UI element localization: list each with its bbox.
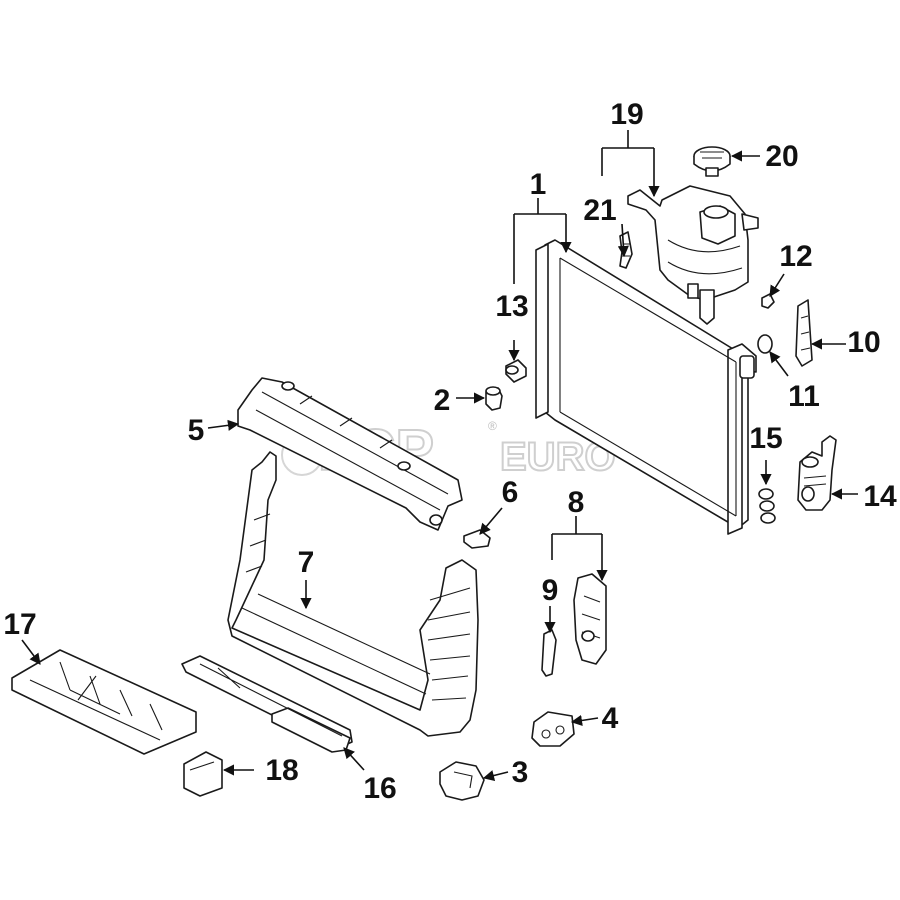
radiator-support-frame	[227, 451, 479, 737]
callout-9: 9	[542, 574, 559, 607]
callouts: 19 20 1 21 12 13 10 2 11 5 15 6 14 8 7 9…	[3, 98, 897, 805]
tank-cap	[693, 146, 731, 177]
mount-bracket	[439, 761, 485, 801]
thermostat-housing	[797, 435, 837, 511]
seals	[758, 488, 776, 524]
bolt	[761, 293, 775, 309]
callout-7: 7	[298, 546, 315, 579]
callout-3: 3	[512, 756, 529, 789]
callout-2: 2	[434, 384, 451, 417]
callout-21: 21	[583, 194, 616, 227]
upper-support	[237, 377, 463, 531]
shield-bracket	[183, 751, 223, 797]
side-bracket	[795, 299, 813, 367]
callout-20: 20	[765, 140, 798, 173]
callout-16: 16	[363, 772, 396, 805]
callout-1: 1	[530, 168, 547, 201]
callout-8: 8	[568, 486, 585, 519]
lower-crossmember	[181, 655, 353, 753]
callout-6: 6	[502, 476, 519, 509]
watermark-registered-mark: ®	[488, 419, 497, 433]
callout-11: 11	[788, 380, 820, 413]
callout-18: 18	[265, 754, 298, 787]
callout-17: 17	[3, 608, 36, 641]
callout-13: 13	[495, 290, 528, 323]
callout-19: 19	[610, 98, 643, 131]
callout-12: 12	[779, 240, 812, 273]
rubber-mount	[531, 711, 575, 747]
drain-plug	[505, 359, 527, 383]
splash-shield	[11, 649, 197, 755]
small-bracket	[463, 529, 491, 549]
callout-5: 5	[188, 414, 205, 447]
radiator	[535, 239, 757, 535]
fitting	[485, 386, 503, 411]
callout-14: 14	[863, 480, 897, 513]
air-duct	[573, 573, 607, 665]
leader-lines	[21, 130, 858, 781]
duct-clip	[541, 629, 557, 677]
callout-15: 15	[749, 422, 782, 455]
callout-10: 10	[847, 326, 880, 359]
level-sensor	[619, 231, 633, 269]
callout-4: 4	[602, 702, 619, 735]
o-ring	[757, 334, 773, 354]
